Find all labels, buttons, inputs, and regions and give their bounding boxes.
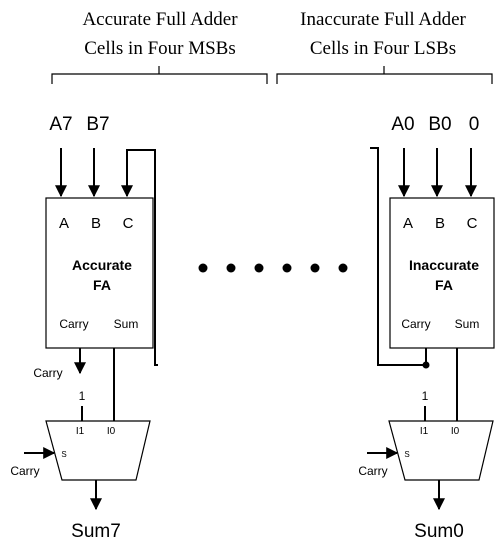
inaccurate-fa-title-line2: FA xyxy=(435,277,453,293)
right-out-sum-label: Sum xyxy=(455,317,480,331)
ellipsis-dot xyxy=(282,263,292,273)
right-mux-i0: I0 xyxy=(451,426,460,437)
right-input-b-label: B0 xyxy=(428,114,451,135)
left-mux-const: 1 xyxy=(79,389,86,403)
inaccurate-fa-block xyxy=(389,197,495,349)
left-carry-out-label: Carry xyxy=(33,366,62,380)
left-input-a-label: A7 xyxy=(49,114,72,135)
left-output-label: Sum7 xyxy=(71,521,121,542)
ellipsis-dot xyxy=(226,263,236,273)
right-carry-out-wire xyxy=(370,147,426,366)
left-out-sum-label: Sum xyxy=(114,317,139,331)
ellipsis-dot xyxy=(338,263,348,273)
msb-brace xyxy=(51,66,268,84)
right-mux-s: S xyxy=(404,450,409,459)
ellipsis-dots xyxy=(198,263,348,273)
right-mux xyxy=(388,420,494,481)
left-mux-select-label: Carry xyxy=(10,464,39,478)
right-input-c-label: 0 xyxy=(469,114,480,135)
accurate-fa-title-line2: FA xyxy=(93,277,111,293)
right-output-label: Sum0 xyxy=(414,521,464,542)
ellipsis-dot xyxy=(198,263,208,273)
lsb-header-line1: Inaccurate Full Adder xyxy=(300,9,466,30)
lsb-header-line2: Cells in Four LSBs xyxy=(310,38,456,59)
left-mux-i1: I1 xyxy=(76,426,85,437)
right-mux-select-label: Carry xyxy=(358,464,387,478)
left-mux xyxy=(45,420,151,481)
left-pin-b: B xyxy=(91,215,101,232)
left-mux-i0: I0 xyxy=(107,426,116,437)
ellipsis-dot xyxy=(254,263,264,273)
left-carry-in-wire xyxy=(121,149,158,366)
left-pin-c: C xyxy=(123,215,134,232)
msb-header-line2: Cells in Four MSBs xyxy=(84,38,236,59)
left-input-b-label: B7 xyxy=(86,114,109,135)
right-pin-a: A xyxy=(403,215,413,232)
lsb-brace xyxy=(276,66,493,84)
left-out-carry-label: Carry xyxy=(59,317,88,331)
right-input-a-label: A0 xyxy=(391,114,414,135)
left-mux-s: S xyxy=(61,450,66,459)
right-mux-const: 1 xyxy=(422,389,429,403)
accurate-fa-title-line1: Accurate xyxy=(72,257,132,273)
right-pin-b: B xyxy=(435,215,445,232)
right-mux-i1: I1 xyxy=(420,426,429,437)
accurate-fa-block xyxy=(45,197,154,349)
left-pin-a: A xyxy=(59,215,69,232)
right-pin-c: C xyxy=(467,215,478,232)
right-out-carry-label: Carry xyxy=(401,317,430,331)
ellipsis-dot xyxy=(310,263,320,273)
msb-header-line1: Accurate Full Adder xyxy=(82,9,238,30)
inaccurate-fa-title-line1: Inaccurate xyxy=(409,257,479,273)
